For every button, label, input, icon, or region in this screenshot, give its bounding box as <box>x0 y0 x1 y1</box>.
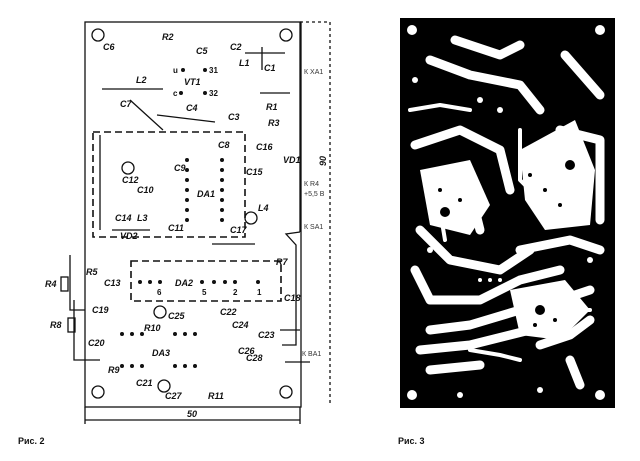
label-da2: DA2 <box>175 278 193 288</box>
mounting-hole <box>91 385 105 399</box>
connection-label: К XA1 <box>304 69 323 76</box>
label-da3: DA3 <box>152 348 170 358</box>
label-l2: L2 <box>136 75 147 85</box>
figure-2-caption: Рис. 2 <box>18 436 45 446</box>
connection-label: +5,5 В <box>304 191 325 198</box>
label-r9: R9 <box>108 365 120 375</box>
label-c18: C18 <box>284 293 301 303</box>
connection-label: К BA1 <box>302 351 321 358</box>
label-c24: C24 <box>232 320 249 330</box>
label-r7: R7 <box>276 257 288 267</box>
label-da1: DA1 <box>197 189 215 199</box>
label-c13: C13 <box>104 278 121 288</box>
label-c27: C27 <box>165 391 183 401</box>
label-r8: R8 <box>50 320 62 330</box>
label-c15: C15 <box>246 167 264 177</box>
pin-label: 2 <box>233 288 238 297</box>
label-r11: R11 <box>208 391 224 401</box>
label-c8: C8 <box>218 140 230 150</box>
component-layout-board <box>60 21 331 424</box>
label-c9: C9 <box>174 163 186 173</box>
mounting-hole <box>279 385 293 399</box>
label-c11: C11 <box>168 223 184 233</box>
pin-label: 31 <box>209 66 218 75</box>
label-r2: R2 <box>162 32 174 42</box>
potentiometer-r8 <box>67 317 76 333</box>
label-c20: C20 <box>88 338 105 348</box>
label-c3: C3 <box>228 112 240 122</box>
label-c6: C6 <box>103 42 115 52</box>
pin-label: 1 <box>257 288 262 297</box>
figure-3-caption: Рис. 3 <box>398 436 425 446</box>
label-c7: C7 <box>120 99 132 109</box>
pin-label: 5 <box>202 288 207 297</box>
label-c17: C17 <box>230 225 248 235</box>
label-c14: C14 <box>115 213 132 223</box>
connection-label: К SA1 <box>304 224 323 231</box>
label-c22: C22 <box>220 307 237 317</box>
mounting-hole <box>91 28 105 42</box>
label-c26: C26 <box>238 346 256 356</box>
mounting-hole <box>157 379 171 393</box>
mounting-hole <box>121 161 135 175</box>
pin-label: 32 <box>209 89 218 98</box>
potentiometer-r4 <box>60 276 69 292</box>
label-c2: C2 <box>230 42 242 52</box>
label-c19: C19 <box>92 305 109 315</box>
label-r1: R1 <box>266 102 278 112</box>
pin-label: c <box>173 89 178 98</box>
label-r10: R10 <box>144 323 161 333</box>
label-r4: R4 <box>45 279 57 289</box>
shield-outline <box>92 131 246 238</box>
dimension-width: 50 <box>187 409 197 419</box>
pin-label: 6 <box>157 288 162 297</box>
pcb-copper-board <box>400 18 615 408</box>
label-c12: C12 <box>122 175 139 185</box>
mounting-hole <box>244 211 258 225</box>
label-l4: L4 <box>258 203 269 213</box>
label-c4: C4 <box>186 103 198 113</box>
label-l3: L3 <box>137 213 148 223</box>
label-r3: R3 <box>268 118 280 128</box>
label-c16: C16 <box>256 142 274 152</box>
label-r5: R5 <box>86 267 98 277</box>
label-l1: L1 <box>239 58 250 68</box>
connection-label: К R4 <box>304 181 319 188</box>
label-c10: C10 <box>137 185 154 195</box>
mounting-hole <box>153 305 167 319</box>
label-vd1: VD1 <box>283 155 301 165</box>
dimension-height: 90 <box>318 156 328 166</box>
label-c28: C28 <box>246 353 263 363</box>
mounting-hole <box>279 28 293 42</box>
label-c25: C25 <box>168 311 186 321</box>
pin-label: u <box>173 66 178 75</box>
label-vt1: VT1 <box>184 77 201 87</box>
label-c1: C1 <box>264 63 276 73</box>
label-c5: C5 <box>196 46 208 56</box>
label-c23: C23 <box>258 330 275 340</box>
component-labels: C6 R2 C5 C2 L1 C1 VT1 L2 C7 C4 C3 R1 R3 … <box>18 32 328 446</box>
da2-outline <box>130 260 282 302</box>
label-vd2: VD2 <box>120 231 138 241</box>
label-c21: C21 <box>136 378 153 388</box>
